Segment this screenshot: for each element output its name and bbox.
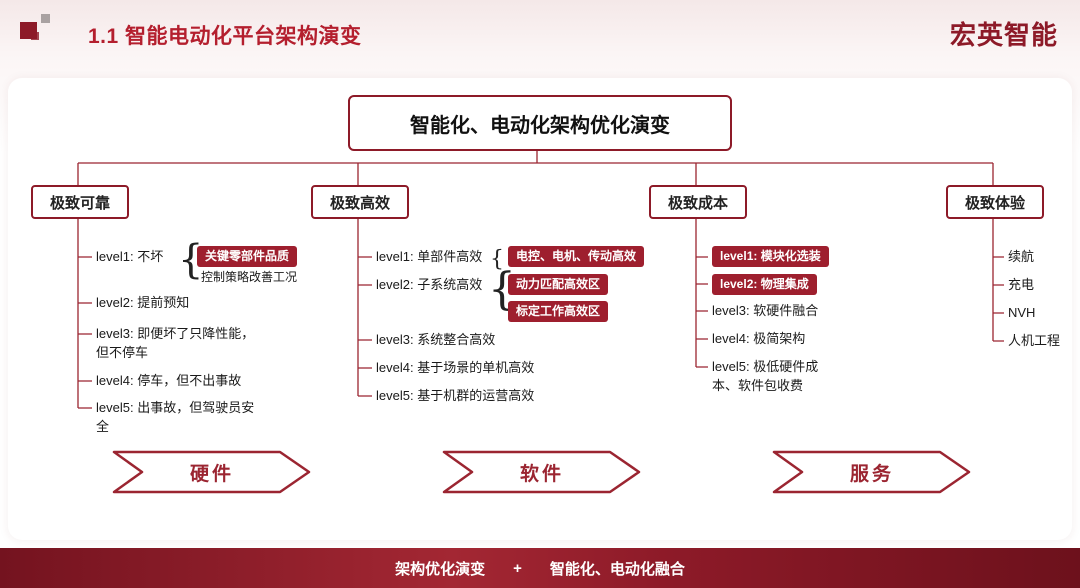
efficient-level3: level3: 系统整合高效	[376, 332, 496, 347]
reliable-level3: level3: 即便坏了只降性能，但不停车	[96, 326, 255, 360]
branch-reliable: 极致可靠	[31, 185, 129, 219]
branch-cost: 极致成本	[649, 185, 747, 219]
branch-experience: 极致体验	[946, 185, 1044, 219]
arrow-software-label: 软件	[519, 463, 564, 485]
footer-plus-sign: +	[513, 559, 522, 577]
arrow-shape-icon	[772, 450, 971, 494]
footer-left-label: 架构优化演变	[395, 560, 486, 578]
brand-logo: 宏英智能	[949, 20, 1058, 50]
efficient-level1: level1: 单部件高效	[376, 249, 483, 264]
experience-item-4: 人机工程	[1008, 333, 1061, 348]
efficient-level1-badge: 电控、电机、传动高效	[508, 246, 645, 267]
reliable-level2: level2: 提前预知	[96, 295, 190, 310]
branch-efficient: 极致高效	[311, 185, 409, 219]
efficient-level4: level4: 基于场景的单机高效	[376, 360, 535, 375]
footer-bar: 架构优化演变 + 智能化、电动化融合	[0, 548, 1080, 588]
experience-item-3: NVH	[1008, 305, 1036, 320]
slide-title: 1.1 智能电动化平台架构演变	[88, 25, 362, 48]
arrow-software: 软件	[442, 450, 642, 494]
logo-square-small-grey	[41, 14, 50, 23]
reliable-level1-note: 控制策略改善工况	[201, 270, 298, 284]
root-node: 智能化、电动化架构优化演变	[348, 95, 732, 151]
efficient-level5: level5: 基于机群的运营高效	[376, 388, 535, 403]
cost-level3: level3: 软硬件融合	[712, 303, 819, 318]
reliable-level1: level1: 不坏	[96, 249, 164, 264]
cost-level5: level5: 极低硬件成本、软件包收费	[712, 359, 819, 393]
arrow-hardware-label: 硬件	[189, 463, 234, 485]
arrow-shape-icon	[112, 450, 311, 494]
brace-glyph: {	[490, 247, 504, 272]
reliable-level5: level5: 出事故，但驾驶员安全	[96, 400, 255, 434]
cost-level1-badge: level1: 模块化选装	[712, 246, 829, 267]
experience-item-1: 续航	[1008, 249, 1035, 264]
reliable-level1-badge: 关键零部件品质	[197, 246, 298, 267]
cost-level4: level4: 极简架构	[712, 331, 806, 346]
arrow-shape-icon	[442, 450, 641, 494]
arrow-hardware: 硬件	[112, 450, 312, 494]
reliable-level4: level4: 停车，但不出事故	[96, 373, 242, 388]
cost-level2-badge: level2: 物理集成	[712, 274, 817, 295]
efficient-level2-badge-1: 动力匹配高效区	[508, 274, 609, 295]
experience-item-2: 充电	[1008, 277, 1035, 292]
efficient-level2: level2: 子系统高效	[376, 277, 483, 292]
logo-square-small-red	[31, 32, 39, 40]
footer-right-label: 智能化、电动化融合	[549, 560, 685, 578]
arrow-service-label: 服务	[849, 463, 894, 485]
efficient-level2-badge-2: 标定工作高效区	[508, 301, 609, 322]
arrow-service: 服务	[772, 450, 972, 494]
logo-mark-icon	[20, 13, 56, 49]
